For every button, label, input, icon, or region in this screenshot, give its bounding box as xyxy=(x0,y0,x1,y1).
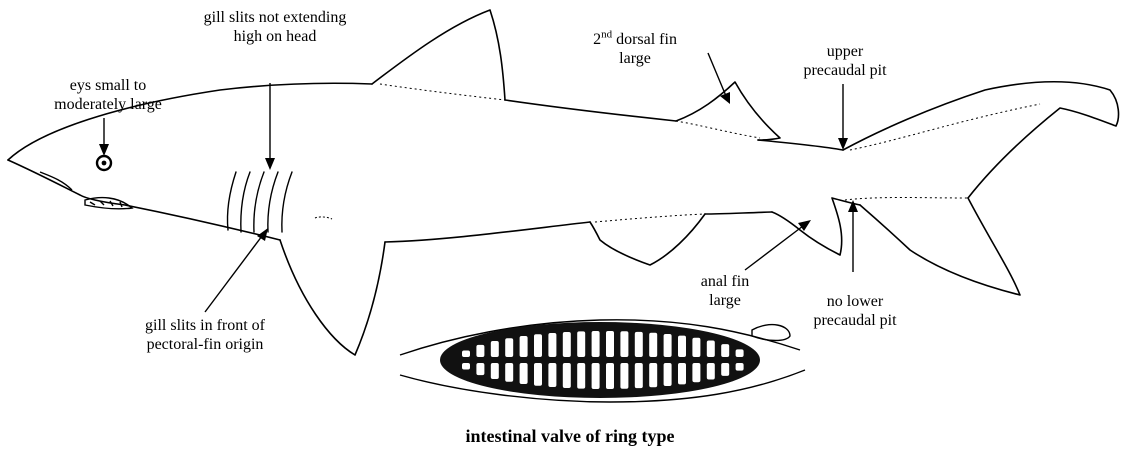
valve-ring-segment xyxy=(491,341,499,357)
label-gill-front-line2: pectoral-fin origin xyxy=(115,335,295,354)
figure-caption: intestinal valve of ring type xyxy=(370,426,770,447)
valve-ring-segment xyxy=(563,363,571,388)
valve-ring-segment xyxy=(736,363,744,371)
valve-ring-segment xyxy=(635,332,643,357)
valve-ring-segment xyxy=(736,349,744,357)
label-gill-front: gill slits in front of pectoral-fin orig… xyxy=(115,316,295,354)
valve-ring-segment xyxy=(462,350,470,357)
valve-ring-segment xyxy=(577,363,585,389)
pore-marks xyxy=(315,217,332,219)
valve-ring-segment xyxy=(520,336,528,357)
label-second-dorsal-line1: 2nd dorsal fin xyxy=(555,30,715,49)
valve-ring-segment xyxy=(476,345,484,357)
valve-ring-segment xyxy=(692,363,700,382)
label-no-lower-pit: no lower precaudal pit xyxy=(795,292,915,330)
label-gill-high: gill slits not extending high on head xyxy=(180,8,370,46)
label-upper-pit-line2: precaudal pit xyxy=(785,61,905,80)
label-upper-precaudal-pit: upper precaudal pit xyxy=(785,42,905,80)
label-second-dorsal: 2nd dorsal fin large xyxy=(555,30,715,68)
valve-ring-segment xyxy=(635,363,643,388)
label-gill-high-line1: gill slits not extending xyxy=(180,8,370,27)
valve-ring-segment xyxy=(678,336,686,357)
valve-ring-segment xyxy=(721,344,729,357)
label-lower-pit-line1: no lower xyxy=(795,292,915,311)
valve-ring-segment xyxy=(534,363,542,386)
valve-ring-segment xyxy=(678,363,686,384)
valve-ring-segment xyxy=(534,334,542,357)
label-eye-line1: eys small to xyxy=(18,76,198,95)
valve-ring-segment xyxy=(606,363,614,389)
mouth-icon xyxy=(40,172,132,209)
label-second-dorsal-line2: large xyxy=(555,49,715,68)
valve-ring-segment xyxy=(620,331,628,357)
valve-ring-segment xyxy=(707,341,715,357)
gill-slits-icon xyxy=(227,172,292,232)
label-upper-pit-line1: upper xyxy=(785,42,905,61)
label-gill-high-line2: high on head xyxy=(180,27,370,46)
valve-ring-segment xyxy=(548,333,556,357)
valve-ring-segment xyxy=(649,363,657,387)
label-lower-pit-line2: precaudal pit xyxy=(795,311,915,330)
valve-ring-segment xyxy=(491,363,499,379)
label-eye-size: eys small to moderately large xyxy=(18,76,198,114)
valve-ring-segment xyxy=(520,363,528,384)
valve-ring-segment xyxy=(620,363,628,389)
label-eye-line2: moderately large xyxy=(18,95,198,114)
valve-ring-segment xyxy=(505,363,513,382)
valve-ring-segment xyxy=(548,363,556,387)
valve-ring-segment xyxy=(721,363,729,376)
valve-ring-segment xyxy=(664,363,672,386)
valve-ring-segment xyxy=(664,334,672,357)
label-anal-line1: anal fin xyxy=(685,272,765,291)
valve-ring-segment xyxy=(563,332,571,357)
valve-ring-segment xyxy=(649,333,657,357)
valve-ring-segment xyxy=(462,363,470,370)
valve-ring-segment xyxy=(505,338,513,357)
valve-ring-segment xyxy=(476,363,484,375)
valve-ring-segment xyxy=(577,331,585,357)
intestinal-valve-diagram xyxy=(400,320,805,402)
valve-ring-segment xyxy=(592,331,600,357)
label-anal-line2: large xyxy=(685,291,765,310)
valve-ring-segment xyxy=(592,363,600,389)
valve-ring-segment xyxy=(692,338,700,357)
valve-ring-segment xyxy=(707,363,715,379)
label-gill-front-line1: gill slits in front of xyxy=(115,316,295,335)
eye-icon xyxy=(97,156,111,170)
arrowheads xyxy=(99,92,858,241)
label-anal-fin: anal fin large xyxy=(685,272,765,310)
valve-ring-segment xyxy=(606,331,614,357)
